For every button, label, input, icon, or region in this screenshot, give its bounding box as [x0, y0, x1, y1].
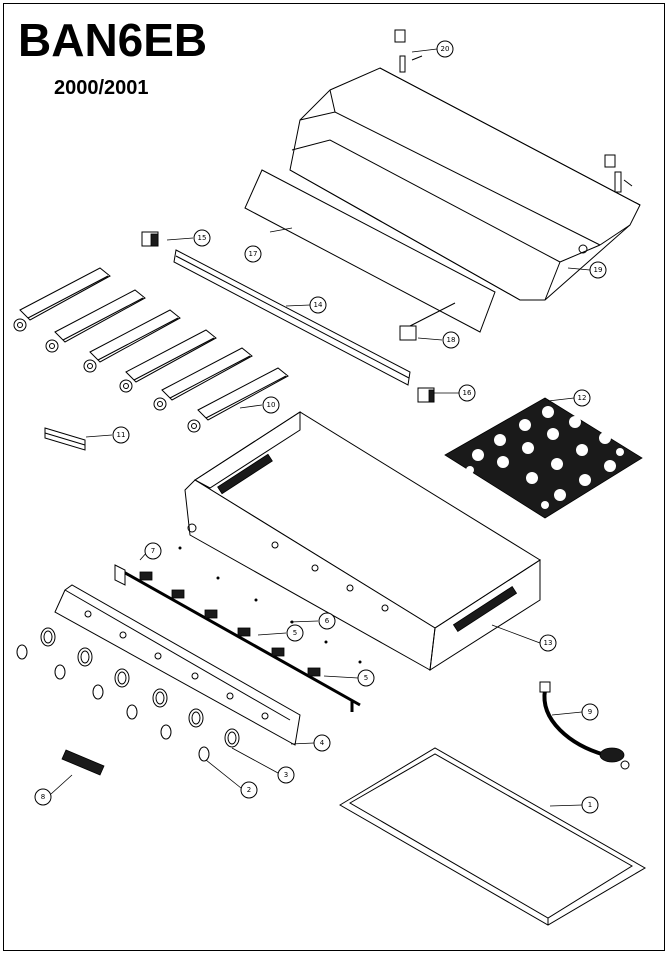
rod-clip-left: [141, 231, 159, 247]
hood-rod: [173, 249, 411, 386]
svg-text:10: 10: [267, 401, 276, 409]
balloon-13: 13: [539, 634, 557, 652]
svg-text:3: 3: [284, 771, 288, 779]
svg-text:5: 5: [364, 674, 368, 682]
svg-text:20: 20: [441, 45, 450, 53]
svg-text:8: 8: [41, 793, 45, 801]
burners: [13, 267, 289, 433]
svg-text:16: 16: [463, 389, 472, 397]
valve-manifold: [114, 564, 361, 712]
balloon-20: 20: [436, 40, 454, 58]
balloon-4: 4: [313, 734, 331, 752]
regulator-hose: [539, 681, 630, 770]
leader-lines: [50, 48, 591, 807]
balloon-9: 9: [581, 703, 599, 721]
balloon-16: 16: [458, 384, 476, 402]
svg-text:13: 13: [544, 639, 553, 647]
balloon-12: 12: [573, 389, 591, 407]
svg-text:4: 4: [320, 739, 325, 747]
balloon-2: 2: [240, 781, 258, 799]
balloon-8: 8: [34, 788, 52, 806]
balloon-3: 3: [277, 766, 295, 784]
svg-text:2: 2: [247, 786, 251, 794]
svg-text:9: 9: [588, 708, 592, 716]
crossover-tube: [44, 427, 86, 451]
svg-text:5: 5: [293, 629, 297, 637]
balloon-11: 11: [112, 426, 130, 444]
hinge-left: [394, 29, 423, 73]
balloon-19: 19: [589, 261, 607, 279]
balloon-1: 1: [581, 796, 599, 814]
firebox-body: [184, 411, 541, 671]
drip-tray: [339, 747, 646, 926]
cooking-grill: [444, 397, 643, 519]
model-title: BAN6EB: [18, 14, 208, 66]
drawing-border: [3, 3, 665, 951]
hood: [289, 67, 641, 301]
svg-text:1: 1: [588, 801, 592, 809]
svg-text:7: 7: [151, 547, 155, 555]
balloon-15: 15: [193, 229, 211, 247]
svg-text:11: 11: [117, 431, 126, 439]
svg-text:17: 17: [249, 250, 258, 258]
balloon-5-upper: 5: [286, 624, 304, 642]
svg-text:12: 12: [578, 394, 587, 402]
svg-text:14: 14: [314, 301, 323, 309]
svg-text:18: 18: [447, 336, 456, 344]
control-panel: [54, 584, 301, 746]
balloon-7: 7: [144, 542, 162, 560]
svg-text:6: 6: [325, 617, 330, 625]
svg-text:15: 15: [198, 234, 207, 242]
model-years: 2000/2001: [54, 77, 149, 99]
rod-clip-right: [417, 387, 435, 403]
valve-screws: [178, 546, 362, 664]
hood-clip: [399, 302, 456, 341]
balloon-17: 17: [244, 245, 262, 263]
ignitor-block: [61, 749, 105, 776]
knob-rings: [16, 627, 240, 762]
balloon-6: 6: [318, 612, 336, 630]
balloon-18: 18: [442, 331, 460, 349]
balloon-14: 14: [309, 296, 327, 314]
svg-text:19: 19: [594, 266, 603, 274]
heat-shield: [244, 169, 496, 333]
hinge-right: [604, 154, 633, 193]
balloon-5-lower: 5: [357, 669, 375, 687]
balloon-10: 10: [262, 396, 280, 414]
